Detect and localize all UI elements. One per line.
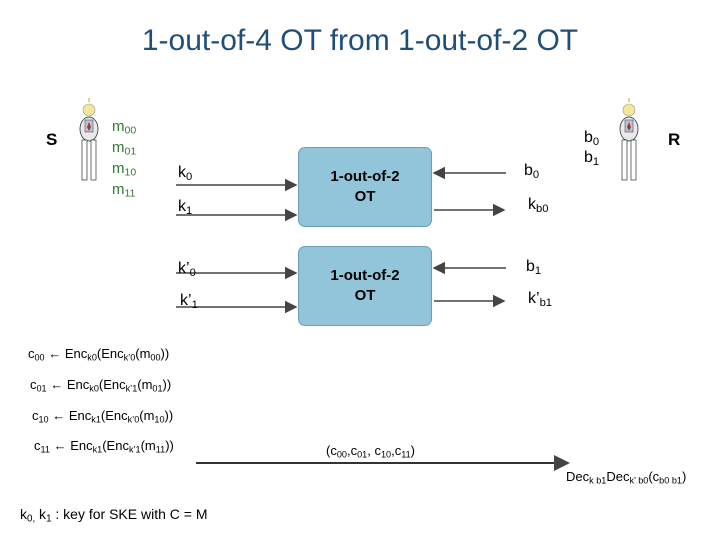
receiver-bits: b0 b1 xyxy=(584,128,599,168)
ot1-output-kb0: kb0 xyxy=(528,196,548,214)
receiver-person-icon xyxy=(620,98,638,180)
sender-person-icon xyxy=(80,98,98,180)
receiver-label: R xyxy=(668,130,680,150)
receiver-bit-b0: b0 xyxy=(584,128,599,148)
message-m01: m01 xyxy=(112,137,136,158)
ciphertext-c10: c10 ← Enck1(Enck’0(m10)) xyxy=(32,408,173,423)
page-title: 1-out-of-4 OT from 1-out-of-2 OT xyxy=(0,24,720,58)
ot1-input-k1: k1 xyxy=(178,198,192,216)
ot1-box-line1: 1-out-of-2 xyxy=(330,167,399,187)
ciphertext-c01: c01 ← Enck0(Enck’1(m01)) xyxy=(30,377,171,392)
ot1-box-line2: OT xyxy=(330,187,399,207)
sender-messages: m00 m01 m10 m11 xyxy=(112,116,136,200)
ciphertext-c00: c00 ← Enck0(Enck’0(m00)) xyxy=(28,346,169,361)
message-m00: m00 xyxy=(112,116,136,137)
message-m11: m11 xyxy=(112,179,136,200)
ot2-input-k0: k’0 xyxy=(178,260,196,278)
ciphertext-c11: c11 ← Enck1(Enck’1(m11)) xyxy=(34,438,174,453)
message-m10: m10 xyxy=(112,158,136,179)
ot2-input-k1: k’1 xyxy=(180,292,198,310)
ot2-output-kb1: k’b1 xyxy=(528,290,552,308)
receiver-decrypt: Deck b1Deck’ b0(cb0 b1) xyxy=(566,469,686,484)
key-footnote: k0, k1 : key for SKE with C = M xyxy=(20,506,208,522)
ciphertext-tuple: (c00,c01, c10,c11) xyxy=(326,443,415,458)
ot2-box-line1: 1-out-of-2 xyxy=(330,266,399,286)
ot2-box-line2: OT xyxy=(330,286,399,306)
sender-label: S xyxy=(46,130,57,150)
ot2-choice-b1: b1 xyxy=(526,258,541,276)
ot1-input-k0: k0 xyxy=(178,164,192,182)
ot1-choice-b0: b0 xyxy=(524,162,539,180)
receiver-bit-b1: b1 xyxy=(584,148,599,168)
